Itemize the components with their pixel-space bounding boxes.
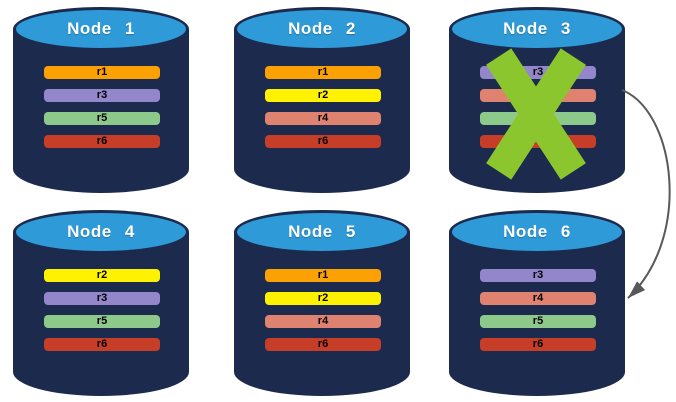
cylinder-top: Node 1: [13, 7, 189, 51]
node-title: Node 2: [288, 19, 356, 38]
replica-bar-r3: r3: [44, 89, 160, 102]
database-node-6: Node 6 r3 r4 r5 r6: [449, 210, 625, 396]
replica-bar-r4: r4: [265, 315, 381, 328]
replica-list: r2 r3 r5 r6: [44, 269, 160, 361]
node-title: Node 4: [67, 222, 135, 241]
replica-bar-r1: r1: [265, 269, 381, 282]
replica-bar-r1: r1: [265, 66, 381, 79]
cylinder-top: Node 2: [234, 7, 410, 51]
replica-list: r3 r4 r5 r6: [480, 269, 596, 361]
replica-bar-r5: r5: [44, 112, 160, 125]
cylinder-body: [13, 29, 189, 193]
database-node-4: Node 4 r2 r3 r5 r6: [13, 210, 189, 396]
node-title: Node 1: [67, 19, 135, 38]
replica-bar-r2: r2: [44, 269, 160, 282]
cylinder-body: [13, 232, 189, 396]
failure-x-icon: [486, 47, 586, 180]
replica-list: r1 r2 r4 r6: [265, 66, 381, 158]
replica-bar-r5: r5: [44, 315, 160, 328]
replica-bar-r4: r4: [265, 112, 381, 125]
replica-bar-r6: r6: [44, 338, 160, 351]
node-title: Node 6: [503, 222, 571, 241]
database-node-1: Node 1 r1 r3 r5 r6: [13, 7, 189, 193]
node-title: Node 5: [288, 222, 356, 241]
cylinder-body: [449, 232, 625, 396]
replica-bar-r4: r4: [480, 292, 596, 305]
replica-bar-r5: r5: [480, 315, 596, 328]
cylinder-top: Node 6: [449, 210, 625, 254]
replica-bar-r2: r2: [265, 292, 381, 305]
cylinder-body: [234, 29, 410, 193]
replica-bar-r3: r3: [480, 269, 596, 282]
replica-list: r1 r3 r5 r6: [44, 66, 160, 158]
replica-bar-r1: r1: [44, 66, 160, 79]
replica-bar-r6: r6: [480, 338, 596, 351]
failover-arrow-path: [621, 89, 671, 299]
database-node-2: Node 2 r1 r2 r4 r6: [234, 7, 410, 193]
cylinder-top: Node 5: [234, 210, 410, 254]
cylinder-body: [234, 232, 410, 396]
replica-bar-r6: r6: [265, 135, 381, 148]
replica-bar-r6: r6: [44, 135, 160, 148]
node-title: Node 3: [503, 19, 571, 38]
cylinder-top: Node 3: [449, 7, 625, 51]
replica-bar-r2: r2: [265, 89, 381, 102]
replica-list: r1 r2 r4 r6: [265, 269, 381, 361]
cylinder-top: Node 4: [13, 210, 189, 254]
replica-bar-r3: r3: [44, 292, 160, 305]
database-node-5: Node 5 r1 r2 r4 r6: [234, 210, 410, 396]
replica-bar-r6: r6: [265, 338, 381, 351]
